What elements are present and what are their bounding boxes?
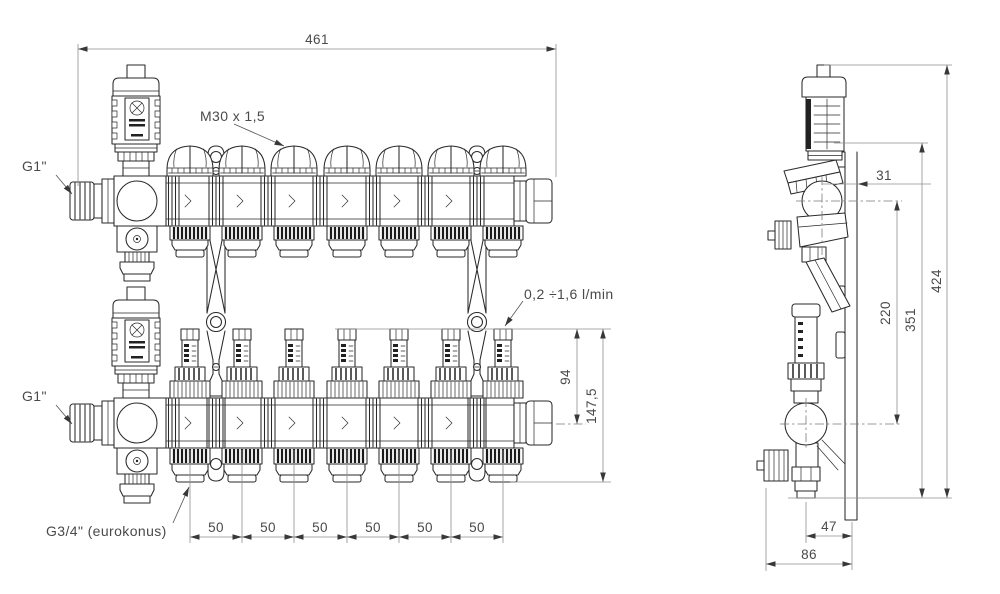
outlet-thread-text: G3/4" (eurokonus)	[46, 523, 167, 539]
dim-spacing-value: 50	[365, 520, 381, 535]
air-vent-lower	[111, 286, 161, 399]
outlet-union	[377, 224, 421, 259]
valve-thread-text: M30 x 1,5	[200, 108, 265, 124]
flow-meter	[378, 328, 420, 399]
dim-total-depth-value: 86	[801, 547, 817, 562]
dim-spacing-value: 50	[260, 520, 276, 535]
label-outlet-thread: G3/4" (eurokonus)	[46, 485, 192, 539]
dim-outlet-to-wall-value: 47	[821, 519, 837, 534]
valve-cap	[270, 145, 318, 177]
label-valve-thread: M30 x 1,5	[200, 108, 286, 149]
valve-cap	[323, 145, 371, 177]
upper-manifold-bar	[164, 175, 553, 227]
side-flow-meter	[787, 303, 825, 404]
bar-chevrons	[184, 416, 453, 430]
dim-axis-distance: 220	[878, 201, 900, 424]
outlet-union	[325, 224, 369, 259]
dim-spacing-value: 50	[208, 520, 224, 535]
side-upper-valve	[767, 159, 851, 313]
dim-total-depth: 86	[765, 488, 852, 571]
dim-flowmeter-height-value: 94	[558, 369, 573, 385]
flow-meter	[430, 328, 472, 399]
flow-range-text: 0,2 ÷1,6 l/min	[524, 286, 614, 302]
side-air-vent	[801, 64, 847, 161]
outlet-union	[481, 224, 525, 259]
upper-outlets-row	[168, 224, 525, 259]
dim-outlet-spacing: 50 50 50 50 50 50	[189, 450, 504, 543]
dim-outlet-to-wall: 47	[805, 502, 853, 570]
bar-chevrons	[184, 194, 453, 208]
dim-spacing-value: 50	[312, 520, 328, 535]
dim-axis-to-wall: 31	[822, 168, 931, 187]
front-view: 461 50 50 50 50	[22, 32, 614, 543]
dim-heights: 94 147,5	[335, 328, 611, 483]
centerlines	[780, 176, 902, 450]
valve-cap	[479, 145, 527, 177]
inlet-top-text: G1"	[22, 158, 47, 174]
flow-meter	[169, 328, 211, 399]
flow-meter	[221, 328, 263, 399]
dim-spacing-value: 50	[417, 520, 433, 535]
dim-axis-to-wall-value: 31	[876, 168, 892, 183]
valve-cap	[166, 145, 214, 177]
dim-bracket-height-value: 351	[903, 308, 918, 332]
dim-total-height: 424	[788, 64, 952, 499]
end-plug-lower	[513, 400, 553, 446]
inlet-bottom-text: G1"	[22, 388, 47, 404]
label-flow-range: 0,2 ÷1,6 l/min	[502, 286, 614, 328]
dim-total-height-value: 424	[929, 269, 944, 293]
dim-bracket-height: 351	[834, 142, 928, 498]
outlet-union	[429, 224, 473, 259]
valve-cap	[218, 145, 266, 177]
dim-overall-width-value: 461	[305, 32, 329, 47]
label-inlet-bottom: G1"	[22, 388, 75, 426]
valve-cap	[427, 145, 475, 177]
side-view: 31 220 351 424	[756, 64, 952, 571]
end-plug-upper	[513, 178, 553, 224]
valve-cap	[375, 145, 423, 177]
inlet-valve-lower	[69, 397, 167, 504]
dim-axis-distance-value: 220	[878, 301, 893, 325]
outlet-union	[272, 224, 316, 259]
inlet-valve-upper	[69, 175, 167, 282]
outlet-union	[220, 224, 264, 259]
label-inlet-top: G1"	[22, 158, 75, 196]
dim-overall-width: 461	[77, 32, 557, 186]
dim-spacing-value: 50	[469, 520, 485, 535]
lower-manifold-bar	[164, 397, 553, 449]
side-lower-valve	[756, 402, 846, 499]
flow-meter	[482, 328, 524, 399]
flow-meter	[273, 328, 315, 399]
outlet-union	[168, 224, 212, 259]
flow-meter	[326, 328, 368, 399]
dim-total-height-value: 147,5	[584, 388, 599, 424]
air-vent-upper	[111, 64, 161, 177]
